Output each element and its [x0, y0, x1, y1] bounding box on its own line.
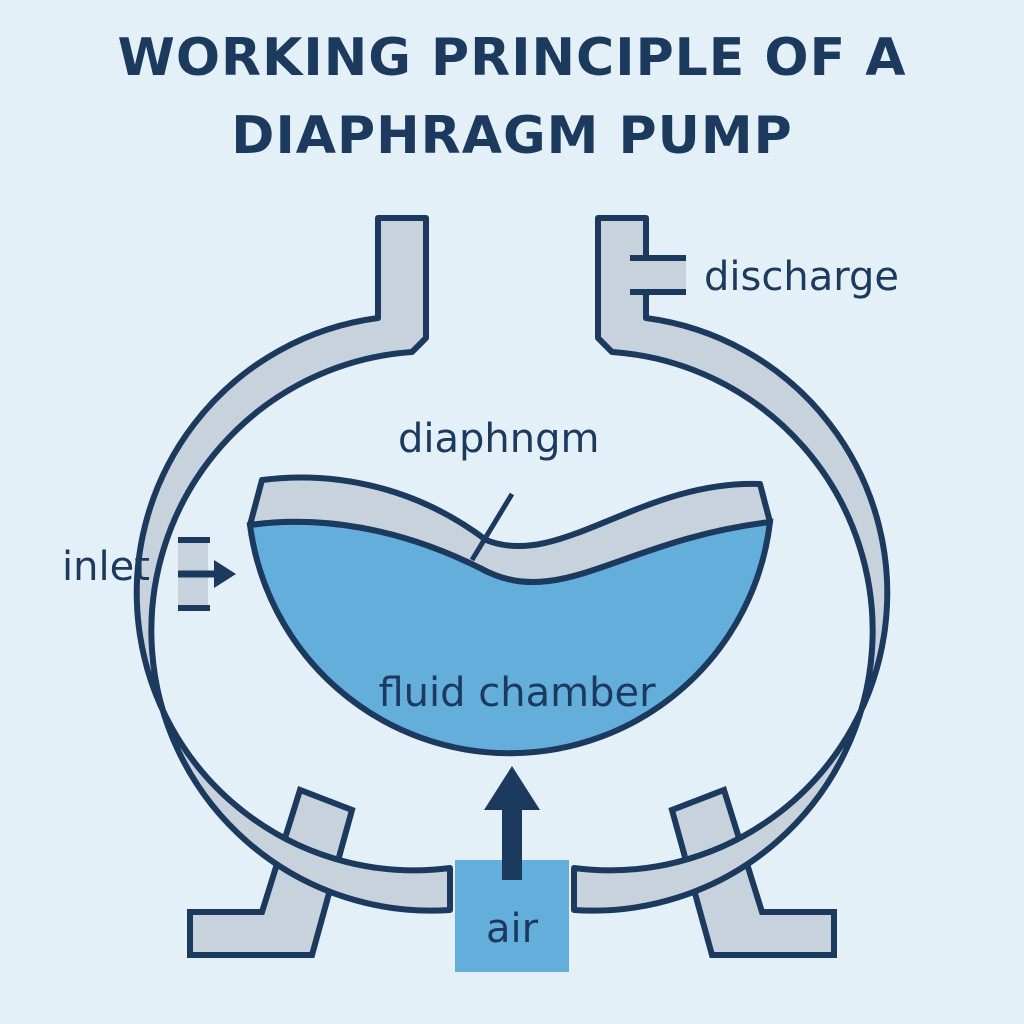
inlet-label: inlet — [62, 544, 150, 590]
title-line-1: WORKING PRINCIPLE OF A — [117, 28, 907, 88]
discharge-pipe — [630, 255, 686, 295]
left-leg — [187, 786, 356, 958]
discharge-label: discharge — [704, 254, 899, 300]
air-arrow — [484, 766, 540, 880]
title-line-2: DIAPHRAGM PUMP — [231, 106, 793, 166]
diaphragm — [247, 474, 773, 585]
housing-left — [133, 215, 453, 914]
diaphragm-leader-line — [469, 492, 515, 562]
diaphragm-label: diaphngm — [398, 416, 599, 462]
air-label: air — [486, 906, 539, 952]
housing-right — [571, 215, 891, 914]
fluid-chamber-label: fluid chamber — [378, 670, 656, 716]
right-leg — [668, 786, 837, 958]
